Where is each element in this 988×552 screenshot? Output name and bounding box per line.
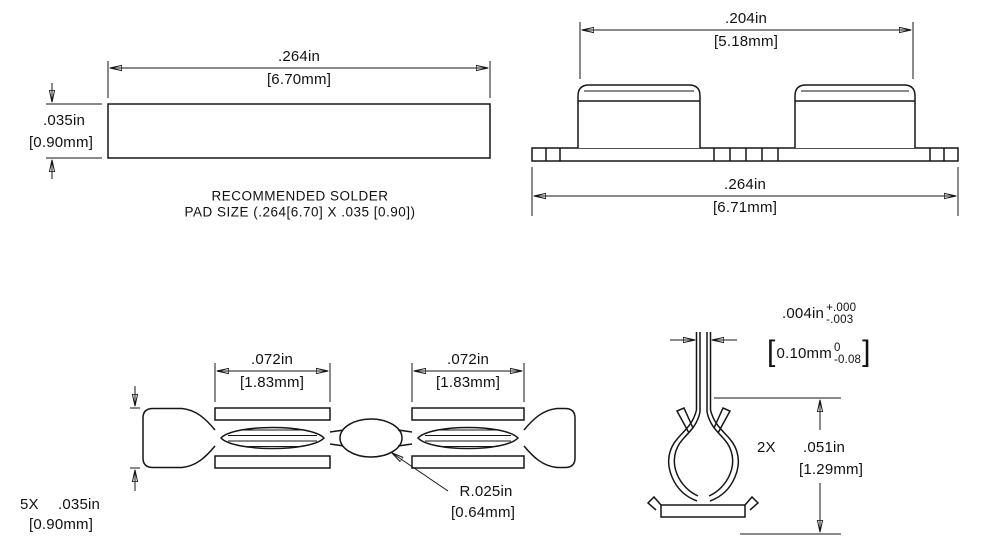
top-view xyxy=(130,363,576,492)
gap-mm-tol-plus: 0 xyxy=(833,341,841,354)
gap-dim-mm-group: [ 0.10mm 0 -0.08 ] xyxy=(766,335,872,369)
front-view xyxy=(531,22,959,216)
gap-mm-tol-minus: -0.08 xyxy=(833,354,862,366)
pad-height-dim-inch: .035in xyxy=(42,111,86,129)
base-strip-outline xyxy=(531,147,959,162)
radius-dim-inch: R.025in xyxy=(459,482,513,500)
gap-tol-minus: -.003 xyxy=(826,314,854,327)
end-tab-right xyxy=(523,407,576,469)
spring-slot-right xyxy=(416,426,520,450)
pad-height-dim-mm: [0.90mm] xyxy=(28,133,94,151)
slot-left-dim-inch: .072in xyxy=(250,350,294,368)
clip-span-dim-mm: [5.18mm] xyxy=(713,32,779,50)
pad-width-dim-mm: [6.70mm] xyxy=(266,70,332,88)
pad-width-dim-inch: .264in xyxy=(277,47,321,65)
slot-right-dim-inch: .072in xyxy=(446,350,490,368)
solder-pad-outline xyxy=(107,103,491,159)
clip-height-qty: 2X xyxy=(757,439,776,456)
gap-dim-inch-group: .004in +.000 -.003 xyxy=(782,302,856,327)
overall-width-dim-inch: .264in xyxy=(723,175,767,193)
end-tab-left xyxy=(142,407,216,469)
bracket-open: [ xyxy=(767,335,776,368)
strip-width-dim-inch: .035in xyxy=(58,496,101,513)
gap-dim-inch: .004in xyxy=(782,305,825,323)
spring-slot-left xyxy=(219,426,326,450)
slot-left-dim-mm: [1.83mm] xyxy=(239,373,305,391)
gap-dim-inch-tolerance: +.000 -.003 xyxy=(826,302,856,327)
center-joint xyxy=(339,418,403,458)
strip-width-dim-mm: [0.90mm] xyxy=(29,516,94,533)
clip-left-outline xyxy=(577,84,701,148)
solder-note-line1: RECOMMENDED SOLDER xyxy=(211,188,389,204)
clip-right-outline xyxy=(794,84,916,148)
gap-tol-plus: +.000 xyxy=(826,302,857,314)
solder-note-line2: PAD SIZE (.264[6.70] X .035 [0.90]) xyxy=(184,204,416,220)
clip-detail-view xyxy=(646,332,841,535)
clip-span-dim-inch: .204in xyxy=(724,9,768,27)
radius-dim-mm: [0.64mm] xyxy=(450,503,516,521)
bracket-close: ] xyxy=(862,335,871,368)
overall-width-dim-mm: [6.71mm] xyxy=(712,198,778,216)
strip-width-qty: 5X xyxy=(20,496,39,513)
gap-dim-mm-tolerance: 0 -0.08 xyxy=(834,342,861,367)
pad-side-view xyxy=(46,61,491,179)
clip-base xyxy=(660,504,746,518)
gap-dim-mm: 0.10mm xyxy=(776,344,832,362)
contact-gap-blades xyxy=(695,332,712,412)
clip-height-dim-mm: [1.29mm] xyxy=(799,461,864,478)
slot-right-dim-mm: [1.83mm] xyxy=(435,373,501,391)
clip-height-dim-inch: .051in xyxy=(803,439,846,456)
